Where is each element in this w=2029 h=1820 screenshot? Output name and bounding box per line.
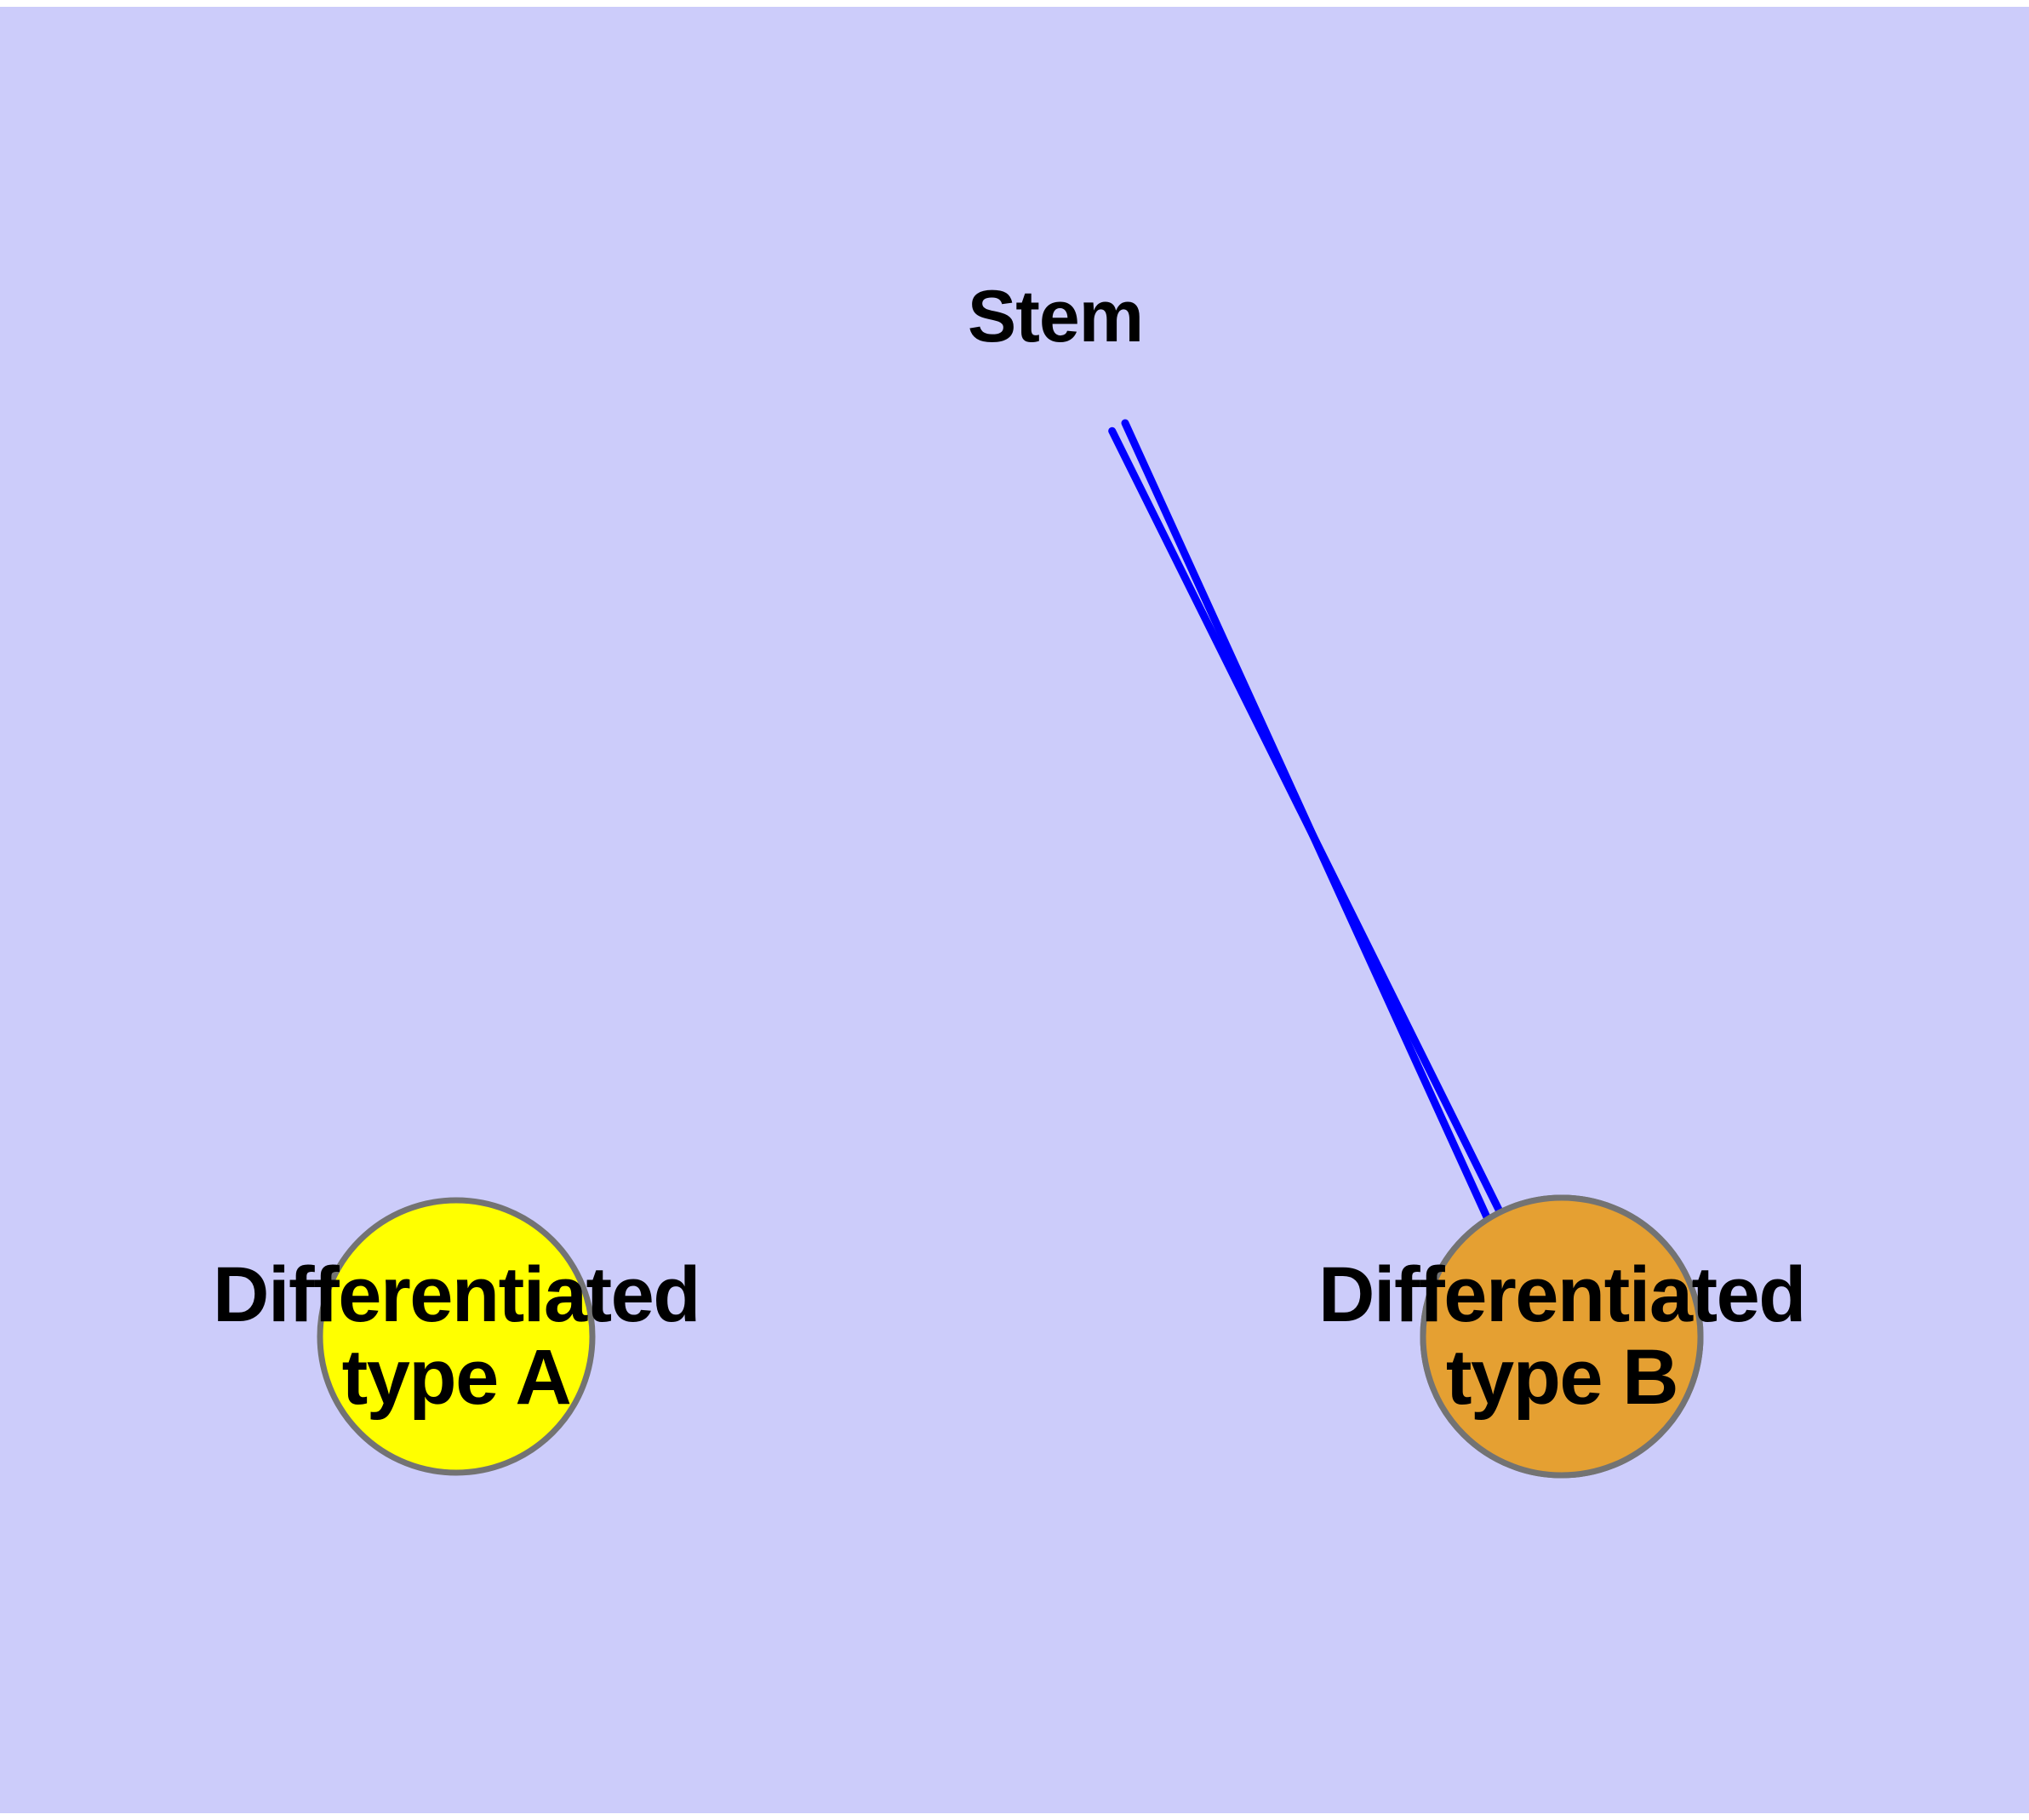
- node-differentiated-type-b[interactable]: [1420, 1194, 1704, 1479]
- edge-stem-to-differentiated-type-b[interactable]: [1121, 419, 1492, 1223]
- edge-layer: [1108, 419, 1504, 1223]
- node-stem[interactable]: [317, 1197, 596, 1476]
- node-layer: [317, 1194, 1704, 1479]
- diagram-background: [0, 7, 2029, 1813]
